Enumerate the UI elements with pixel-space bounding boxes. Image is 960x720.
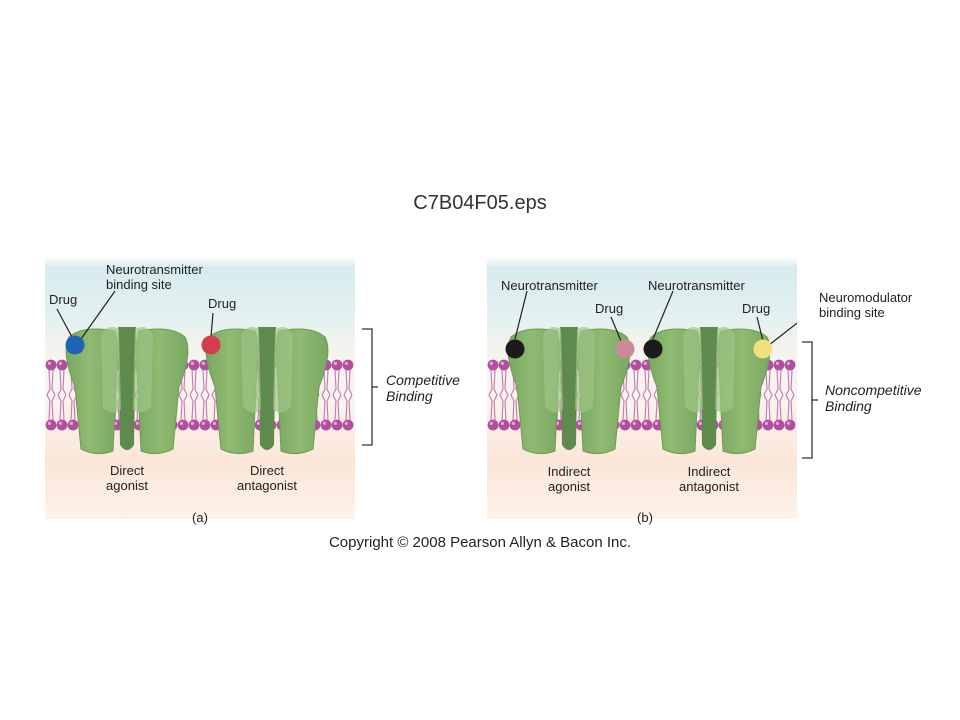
membrane-diagram-a [45, 290, 354, 455]
label-neurotransmitter-1: Neurotransmitter [501, 278, 598, 293]
label-agonist-b: agonist [548, 479, 590, 494]
drug-agonist-marker [65, 335, 85, 355]
figure-title: C7B04F05.eps [413, 192, 547, 214]
caption-a: (a) [192, 510, 208, 525]
neurotransmitter-marker-2 [643, 339, 663, 359]
label-neuromodulator: Neuromodulator [819, 290, 913, 305]
leader-drug-antagonist [210, 312, 214, 338]
label-drug-1: Drug [595, 301, 624, 316]
drug-indirect-antagonist-marker [753, 339, 773, 359]
membrane-diagram-b [487, 290, 797, 455]
leader-nt-binding-site [80, 290, 116, 340]
drug-indirect-agonist-marker [615, 339, 635, 359]
label-direct: Direct [110, 463, 144, 478]
receptor-indirect-agonist [507, 327, 631, 455]
label-neurotransmitter-2: Neurotransmitter [648, 278, 745, 293]
copyright-notice: Copyright © 2008 Pearson Allyn & Bacon I… [328, 534, 632, 551]
label-drug-antagonist: Drug [208, 296, 237, 311]
label-noncompetitive: Noncompetitive [825, 382, 922, 398]
label-drug-2: Drug [742, 301, 771, 316]
label-drug: Drug [49, 292, 78, 307]
label-indirect: Indirect [547, 464, 591, 479]
label-antagonist: antagonist [237, 478, 297, 493]
neurotransmitter-marker-1 [505, 339, 525, 359]
label-antagonist-b: antagonist [679, 479, 739, 494]
leader-drug-1 [610, 316, 622, 342]
label-competitive: Competitive [386, 372, 460, 388]
leader-drug [56, 308, 74, 340]
label-binding-site: binding site [819, 305, 885, 320]
leader-neurotransmitter-1 [514, 290, 528, 340]
leader-neurotransmitter-2 [652, 290, 674, 340]
panel-b-noncompetitive: Neurotransmitter Drug Neurotransmitter D… [487, 257, 797, 525]
leader-drug-2 [756, 316, 764, 342]
caption-b: (b) [637, 510, 653, 525]
label-nt-binding-site-2: binding site [106, 277, 172, 292]
receptor-indirect-antagonist [647, 327, 771, 455]
leader-neuromodulator-site [768, 322, 797, 346]
label-binding-b: Binding [825, 398, 872, 414]
label-binding-a: Binding [386, 388, 433, 404]
receptor-direct-agonist [65, 327, 189, 455]
panel-a-competitive: Drug Neurotransmitter binding site Drug … [45, 257, 355, 525]
label-nt-binding-site-1: Neurotransmitter [106, 262, 203, 277]
label-direct-2: Direct [250, 463, 284, 478]
receptor-direct-antagonist [205, 327, 329, 455]
drug-antagonist-marker [201, 335, 221, 355]
bracket-noncompetitive [802, 341, 818, 459]
label-indirect-2: Indirect [687, 464, 731, 479]
label-agonist: agonist [106, 478, 148, 493]
bracket-competitive [362, 328, 378, 446]
